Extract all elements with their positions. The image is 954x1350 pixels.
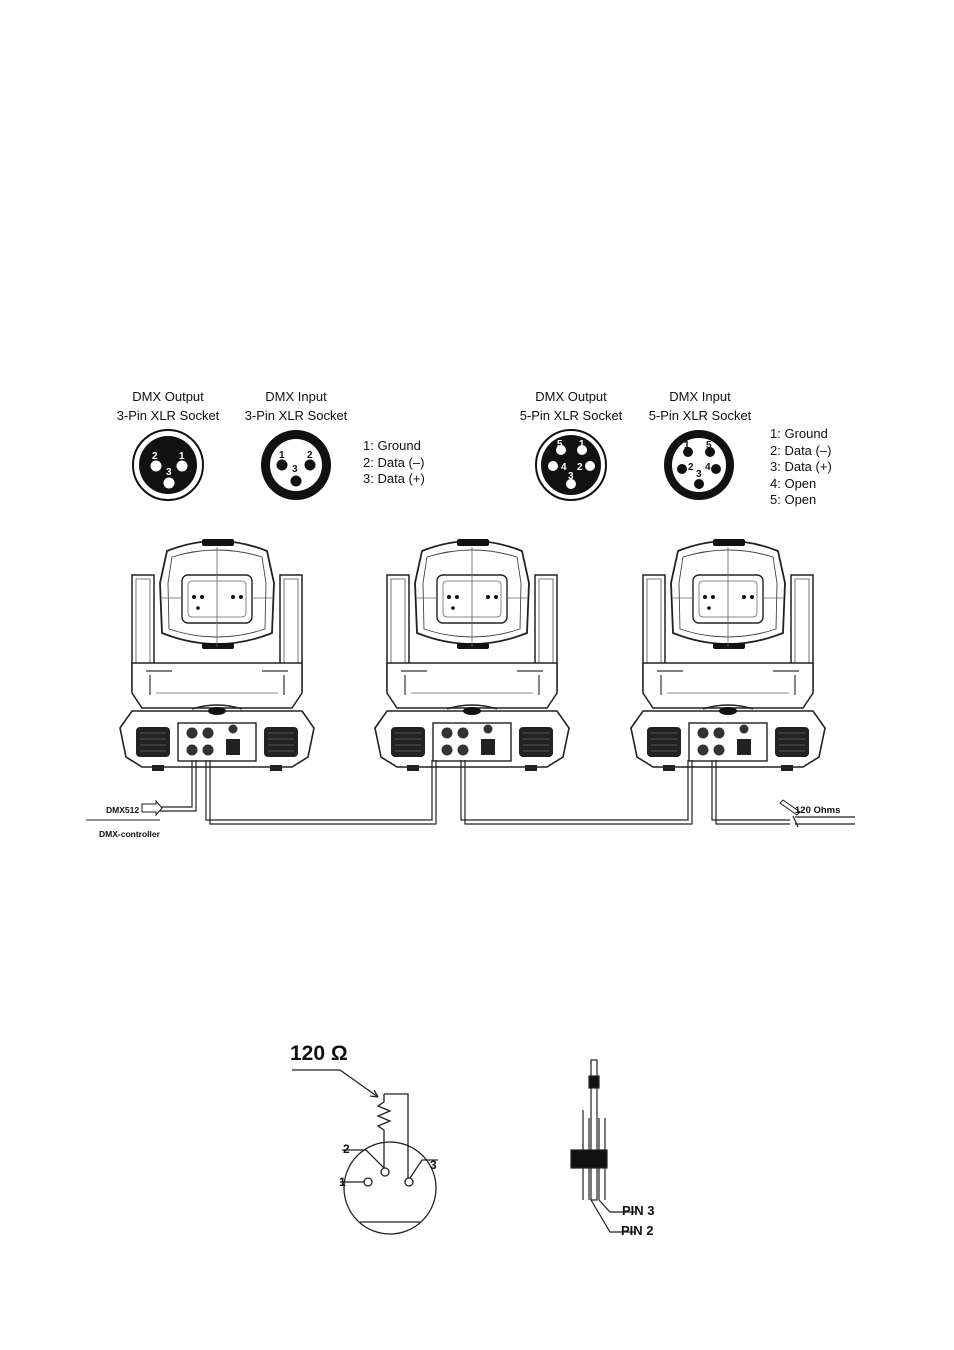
xlr-3pin-output-connector: 2 1 3 (133, 430, 203, 500)
xlr-5pin-output-connector: 5 1 4 2 3 (536, 430, 606, 500)
xlr-terminator-diagram (292, 1070, 438, 1234)
xlr-terminator-pins (364, 1168, 413, 1186)
xlr-pin-number-1: 1 (339, 1174, 346, 1190)
svg-text:5: 5 (557, 439, 563, 450)
dmx-controller-label: DMX-controller (99, 826, 160, 842)
terminator-label: 120 Ohms (795, 803, 840, 819)
moving-head-fixture-2 (375, 539, 569, 771)
xlr-pin-number-3: 3 (430, 1157, 437, 1173)
svg-text:1: 1 (579, 439, 585, 450)
resistance-label: 120 Ω (290, 1046, 348, 1062)
svg-text:2: 2 (307, 450, 313, 461)
svg-text:4: 4 (561, 462, 567, 473)
svg-text:5: 5 (706, 440, 712, 451)
dmx512-arrow-icon (142, 801, 162, 815)
svg-text:2: 2 (152, 451, 158, 462)
svg-text:3: 3 (568, 471, 574, 482)
moving-head-fixture-3 (631, 539, 825, 771)
pin3-label: PIN 3 (622, 1203, 655, 1219)
svg-text:1: 1 (684, 440, 690, 451)
dmx-cable-chain (160, 760, 855, 824)
xlr-pin-number-2: 2 (343, 1141, 350, 1157)
svg-text:1: 1 (179, 451, 185, 462)
xlr-3pin-input-connector: 1 2 3 (261, 430, 331, 500)
xlr-5pin-input-connector: 1 5 2 4 3 (664, 430, 734, 500)
svg-text:3: 3 (292, 464, 298, 475)
dmx512-label: DMX512 (106, 802, 139, 818)
svg-text:3: 3 (696, 469, 702, 480)
svg-text:2: 2 (688, 462, 694, 473)
svg-text:2: 2 (577, 462, 583, 473)
svg-text:3: 3 (166, 467, 172, 478)
svg-text:4: 4 (705, 462, 711, 473)
pin2-label: PIN 2 (621, 1223, 654, 1239)
moving-head-fixture-1 (120, 539, 314, 771)
svg-text:1: 1 (279, 450, 285, 461)
